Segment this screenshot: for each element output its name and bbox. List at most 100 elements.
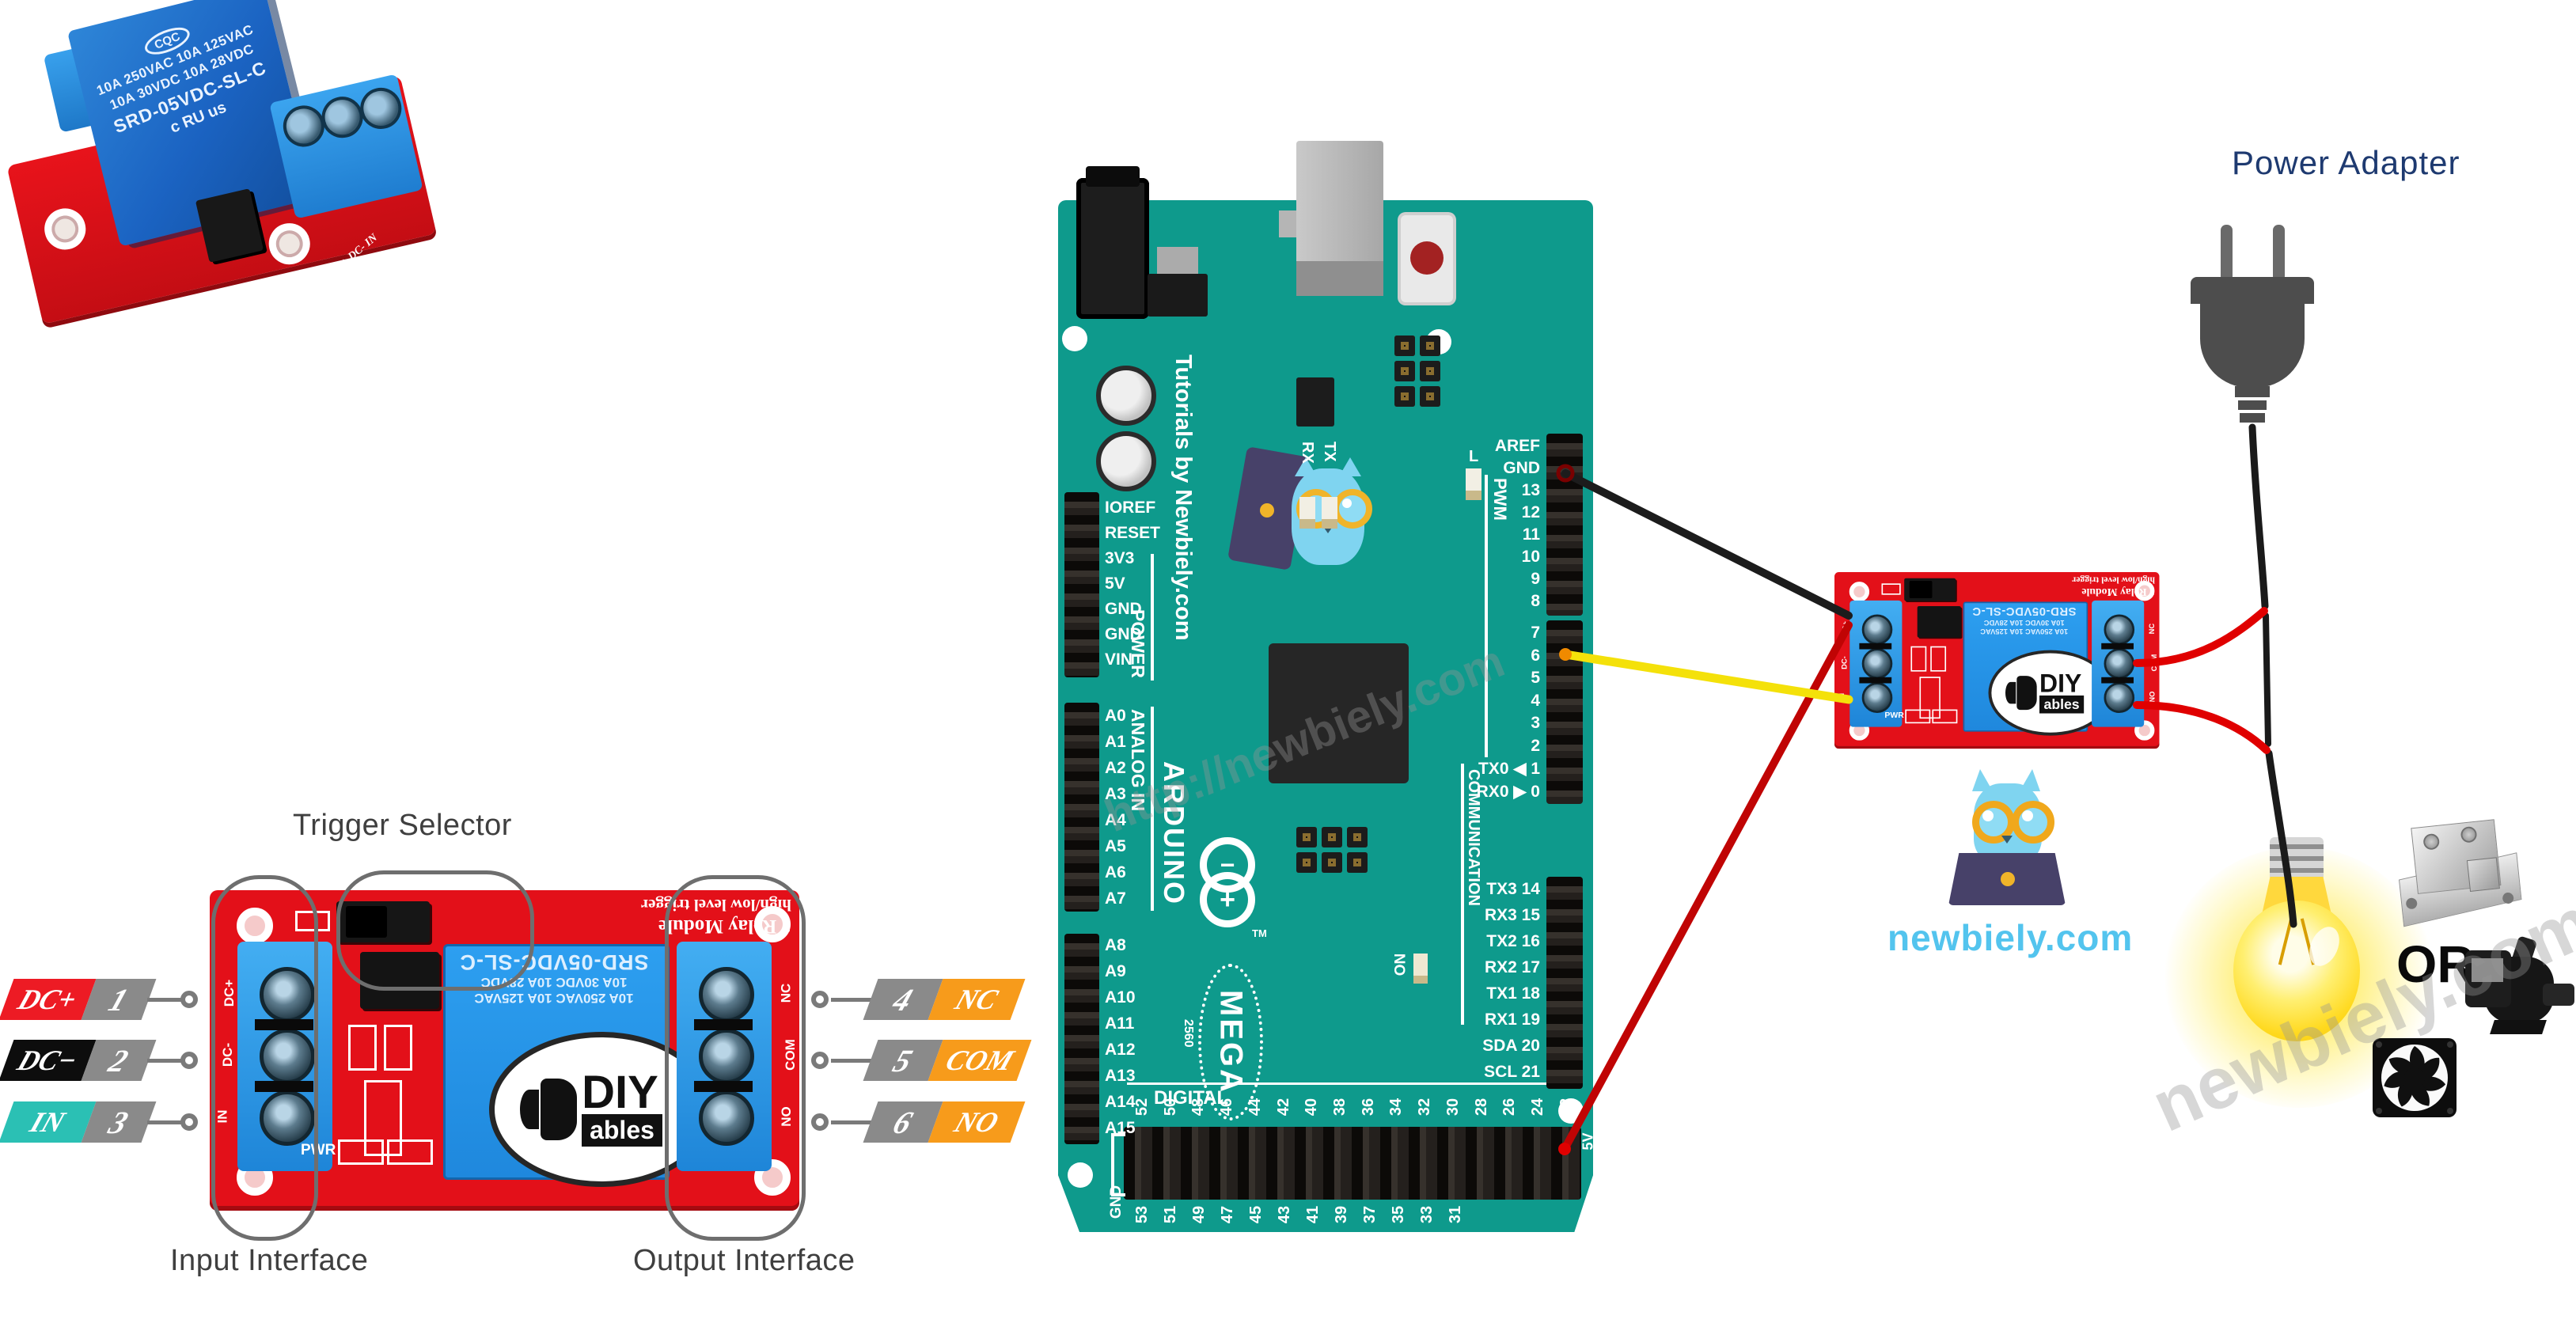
screw-dc-plus: [260, 967, 315, 1022]
comm-pin-label: TX2 16: [1486, 932, 1540, 950]
pin-label-dc-plus: DC+: [0, 979, 97, 1020]
connector-dot: [180, 1113, 198, 1131]
digital-top-number: 22: [1557, 1098, 1575, 1117]
digital-pin-label: 10: [1521, 548, 1540, 566]
comm-pin-label: SDA 20: [1482, 1037, 1540, 1055]
screw-in: [260, 1090, 315, 1146]
screw-dc-minus: [1861, 648, 1893, 679]
solenoid-hole: [2502, 892, 2514, 904]
v5-label: 5V: [1580, 1132, 1596, 1151]
digital-pin-label: 11: [1522, 525, 1540, 544]
mega-text: MEGA: [1213, 990, 1249, 1094]
plug-rib: [2240, 413, 2265, 423]
digital-top-number: 32: [1416, 1098, 1434, 1117]
connector-dot: [180, 991, 198, 1008]
owl-ear: [1339, 457, 1361, 476]
or-label: OR: [2396, 935, 2475, 993]
mounting-hole: [40, 204, 90, 254]
connector-line: [147, 1120, 184, 1124]
digital-top-number: 36: [1359, 1098, 1377, 1117]
plug-head: [2191, 277, 2314, 304]
sticker-dot: [1260, 503, 1274, 518]
screw-no: [2104, 682, 2135, 713]
mounting-hole: [2134, 581, 2155, 601]
right-header-upper: [1546, 434, 1583, 616]
bulb-socket: [2270, 837, 2324, 882]
pin-label-dc-minus: DC−: [0, 1040, 97, 1081]
digital-bottom-number: 31: [1447, 1205, 1464, 1224]
v5-wire-red: [1561, 621, 1853, 1153]
comm-header: [1546, 877, 1583, 1089]
capacitor: [1096, 366, 1156, 426]
pin-row-dc-plus: DC+ 1: [0, 979, 206, 1020]
water-pump: [2465, 935, 2574, 1041]
led-silk: [348, 1025, 377, 1071]
connector-line: [831, 1120, 872, 1124]
solenoid-plunger: [2466, 857, 2500, 892]
dc-minus-silk: DC-: [1840, 656, 1849, 669]
comm-pin-label: RX1 19: [1484, 1010, 1540, 1029]
pin-row-nc: 4 NC: [807, 979, 1029, 1020]
digital-top-number: 38: [1331, 1098, 1349, 1117]
mounting-hole: [264, 218, 314, 269]
analog-pin-label: A3: [1105, 785, 1126, 803]
rx-led: [1299, 497, 1315, 529]
digital-top-number: 28: [1472, 1098, 1490, 1117]
logo-owl-beak: [2001, 836, 2013, 844]
pin-row-in: IN 3: [0, 1101, 206, 1143]
pin-label-in: IN: [0, 1101, 97, 1143]
relay-module-board: 1 Relay Module high/low level trigger DC…: [1834, 572, 2160, 749]
input-interface-label: Input Interface: [170, 1244, 369, 1277]
screw-nc: [2104, 614, 2135, 646]
power-section-line: [1151, 554, 1154, 681]
power-section-label: POWER: [1128, 609, 1148, 678]
resistor-silk: [1930, 646, 1947, 672]
analog-pin-label: A2: [1105, 759, 1126, 777]
terminal-slot: [1859, 677, 1892, 684]
gnd-bracket: [1111, 1133, 1125, 1196]
power-pin-label: GND: [1105, 600, 1142, 618]
power-pin-label: VIN: [1105, 650, 1133, 669]
icsp-header: [1394, 336, 1440, 407]
digital-top-number: 30: [1444, 1098, 1462, 1117]
digital-bottom-number: 47: [1219, 1205, 1236, 1224]
digital-pin-label: TX0 ◀ 1: [1478, 760, 1540, 778]
arduino-brand-text: ARDUINO: [1158, 761, 1190, 905]
connector-dot: [811, 991, 829, 1008]
tx-led: [1322, 497, 1337, 529]
connector-dot: [811, 1113, 829, 1131]
screw-dc-plus: [1861, 614, 1893, 646]
digital-pin-label: 13: [1521, 481, 1540, 499]
digital-pin-label: 2: [1531, 736, 1540, 755]
analog-pin-label: A5: [1105, 837, 1126, 855]
digital-bottom-number: 51: [1162, 1205, 1179, 1224]
logo-laptop-dot: [2001, 872, 2015, 886]
optocoupler-ic: [1917, 605, 1961, 638]
digital-pin-label: 4: [1531, 691, 1540, 710]
digital-pin-label: 9: [1531, 570, 1540, 588]
digital-bottom-number: 37: [1361, 1205, 1379, 1224]
digital-bottom-number: 35: [1390, 1205, 1407, 1224]
diyables-logo: DIY ables: [1988, 650, 2112, 736]
digital-top-number: 52: [1133, 1098, 1151, 1117]
com-silk: COM: [2149, 654, 2159, 672]
no-silk: NO: [2148, 691, 2157, 703]
on-label: ON: [1392, 953, 1409, 976]
digital-top-number: 50: [1161, 1098, 1179, 1117]
on-led: [1413, 954, 1428, 984]
tm-mark: TM: [1252, 927, 1267, 939]
pump-outlet: [2543, 984, 2574, 1006]
digital-pin-label: 7: [1531, 624, 1540, 642]
trigger-selector-label: Trigger Selector: [293, 809, 512, 842]
owl-beak: [1322, 525, 1334, 533]
terminal-slot: [694, 1081, 753, 1092]
connector-line: [147, 1059, 184, 1063]
analog-pin-label: A9: [1105, 962, 1126, 980]
analog-pin-label: A1: [1105, 733, 1126, 751]
analog-pin-label: A14: [1105, 1093, 1136, 1111]
voltage-regulator: [1148, 274, 1208, 317]
